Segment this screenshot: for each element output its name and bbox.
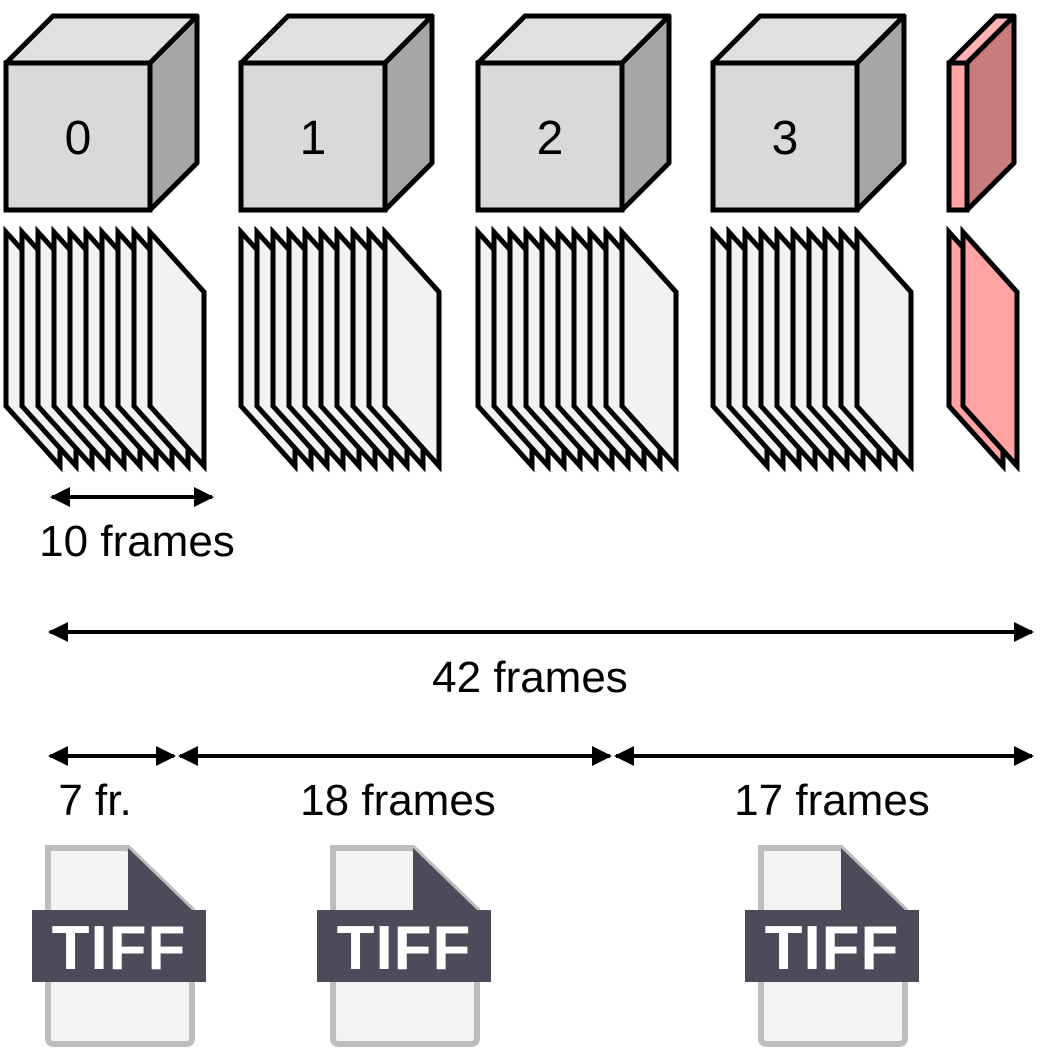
frames-per-block-label: 10 frames xyxy=(39,517,235,566)
tiff-file-icon: TIFF xyxy=(317,845,491,1047)
segment-label-3: 17 frames xyxy=(734,776,930,825)
tiff-file-icon: TIFF xyxy=(32,845,206,1047)
file-type-label: TIFF xyxy=(337,914,472,983)
total-frames-label: 42 frames xyxy=(432,653,628,702)
frame-sheet xyxy=(960,225,1020,473)
segment-label-1: 7 fr. xyxy=(58,776,131,825)
block-label: 1 xyxy=(300,112,327,165)
frame-sheet xyxy=(147,225,207,473)
block-label: 3 xyxy=(772,112,799,165)
frame-sheet xyxy=(854,225,914,473)
file-type-label: TIFF xyxy=(765,914,900,983)
file-type-label: TIFF xyxy=(52,914,187,983)
segment-label-2: 18 frames xyxy=(300,776,496,825)
block-label: 0 xyxy=(65,112,92,165)
block-cube-2: 2 xyxy=(475,13,672,213)
partial-block-cube xyxy=(946,13,1017,213)
frame-sheet xyxy=(619,225,679,473)
block-cube-3: 3 xyxy=(710,13,907,213)
frame-sheet xyxy=(382,225,442,473)
block-label: 2 xyxy=(537,112,564,165)
frame-stacks xyxy=(3,225,1020,473)
block-cube-1: 1 xyxy=(238,13,435,213)
tiff-file-icon: TIFF xyxy=(745,845,919,1047)
block-cube-0: 0 xyxy=(3,13,200,213)
block-cubes: 0 1 2 3 xyxy=(3,13,1017,213)
